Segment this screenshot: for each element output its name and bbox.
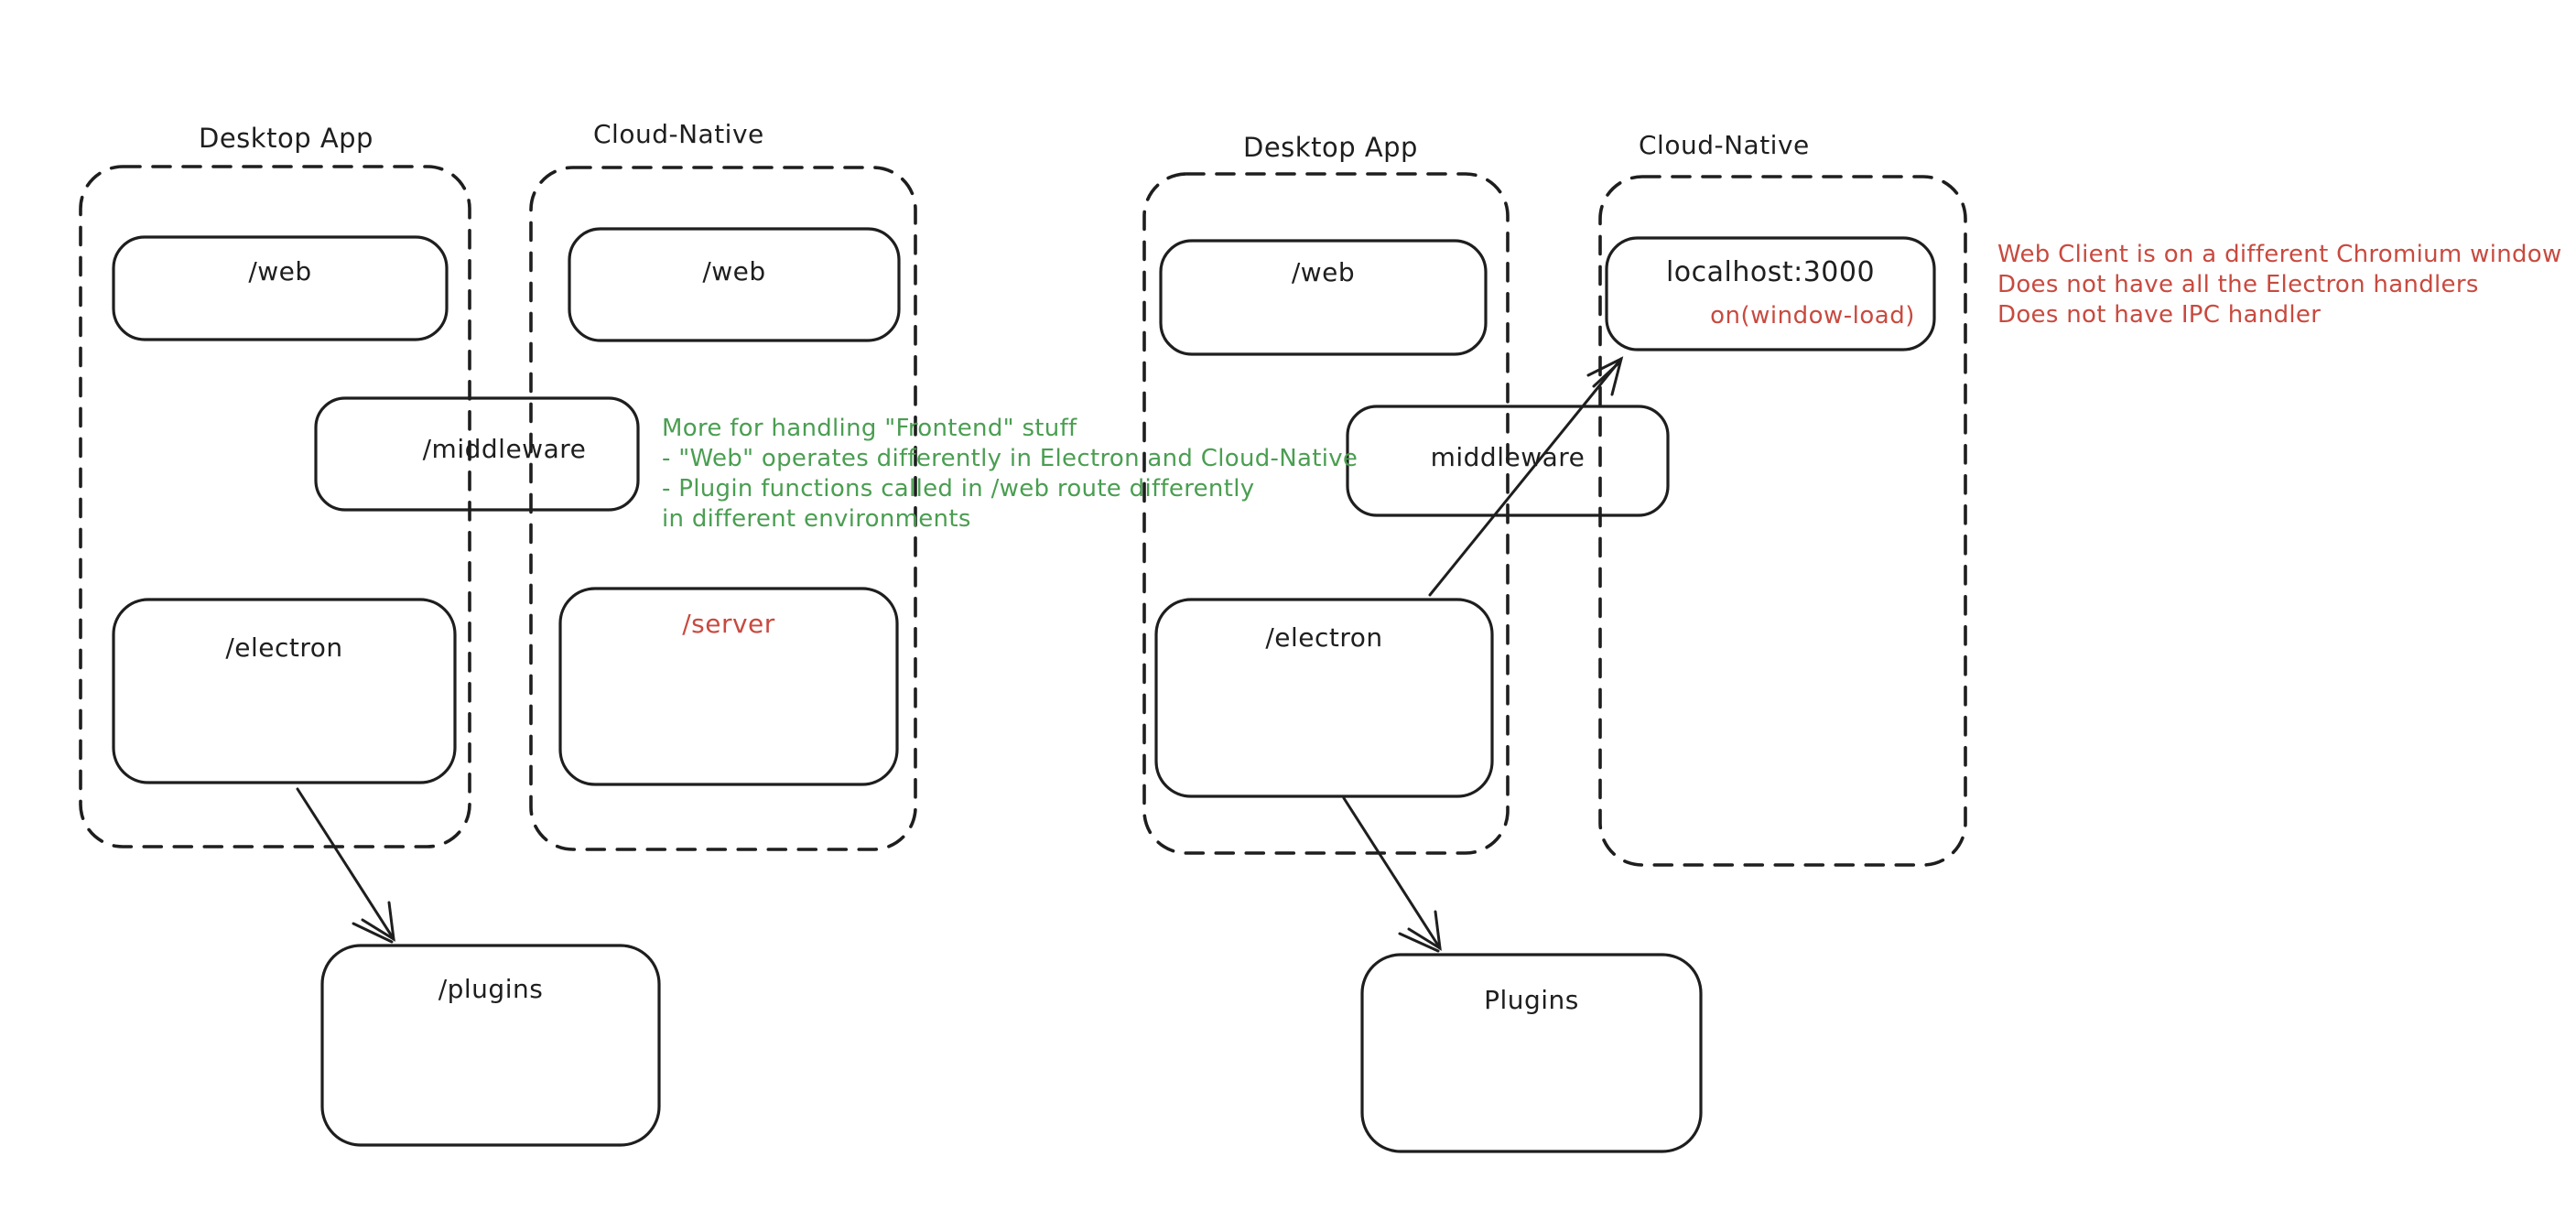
- left-server-box[interactable]: [558, 587, 899, 786]
- right-electron-label: /electron: [1265, 622, 1383, 653]
- right-web-box[interactable]: [1159, 239, 1488, 356]
- left-web-cloud-box[interactable]: [568, 227, 901, 342]
- left-web-desktop-box[interactable]: [112, 235, 449, 341]
- red-note-line-2: Does not have all the Electron handlers: [1997, 271, 2479, 298]
- arrowhead-left-plugins-sketch: [352, 922, 394, 944]
- arrow-right-electron-to-plugins[interactable]: [1342, 796, 1442, 950]
- left-electron-label: /electron: [225, 632, 343, 663]
- left-server-label: /server: [682, 609, 775, 639]
- green-note-line-1: More for handling "Frontend" stuff: [662, 415, 1077, 442]
- red-note-line-3: Does not have IPC handler: [1997, 301, 2322, 329]
- left-web-cloud-label: /web: [702, 256, 766, 286]
- left-web-desktop-label: /web: [248, 256, 312, 286]
- arrowhead-right-plugins: [1407, 910, 1442, 951]
- right-web-label: /web: [1291, 257, 1356, 287]
- right-desktop-app-container[interactable]: [1142, 172, 1510, 855]
- right-cloud-native-label: Cloud-Native: [1639, 130, 1810, 160]
- green-note: More for handling "Frontend" stuff - "We…: [662, 414, 1358, 535]
- left-plugins-label: /plugins: [438, 974, 544, 1004]
- left-middleware-box[interactable]: [314, 396, 640, 512]
- right-plugins-label: Plugins: [1484, 985, 1579, 1015]
- green-note-line-4: in different environments: [662, 505, 971, 533]
- green-note-line-2: - "Web" operates differently in Electron…: [662, 445, 1358, 472]
- left-desktop-app-container[interactable]: [79, 165, 471, 848]
- green-note-line-3: - Plugin functions called in /web route …: [662, 475, 1255, 503]
- left-middleware-label: /middleware: [422, 434, 587, 464]
- right-window-load-label: on(window-load): [1710, 302, 1915, 330]
- arrowhead-right-plugins-sketch: [1398, 932, 1440, 953]
- right-electron-box[interactable]: [1154, 598, 1494, 798]
- right-middleware-label: middleware: [1430, 442, 1586, 472]
- left-cloud-native-label: Cloud-Native: [593, 119, 764, 149]
- arrowhead-right-localhost-sketch: [1592, 361, 1621, 388]
- right-cloud-native-container[interactable]: [1598, 175, 1967, 867]
- arrow-left-electron-to-plugins[interactable]: [296, 787, 395, 941]
- arrowhead-right-localhost: [1586, 356, 1624, 396]
- right-localhost-label: localhost:3000: [1665, 256, 1876, 288]
- left-desktop-app-label: Desktop App: [199, 123, 373, 154]
- right-middleware-box[interactable]: [1346, 405, 1670, 517]
- red-note: Web Client is on a different Chromium wi…: [1997, 240, 2562, 330]
- right-localhost-box[interactable]: [1605, 236, 1936, 351]
- arrowhead-left-plugins: [361, 901, 395, 942]
- left-electron-box[interactable]: [112, 598, 457, 784]
- arrow-right-electron-to-localhost[interactable]: [1428, 357, 1623, 597]
- left-plugins-box[interactable]: [320, 944, 661, 1147]
- red-note-line-1: Web Client is on a different Chromium wi…: [1997, 241, 2562, 268]
- right-desktop-app-label: Desktop App: [1243, 132, 1418, 163]
- right-plugins-box[interactable]: [1360, 953, 1703, 1153]
